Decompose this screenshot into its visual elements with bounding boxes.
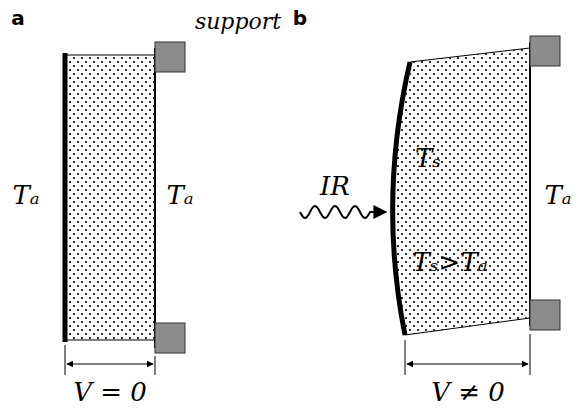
support-block — [530, 300, 560, 330]
panel-letter: a — [11, 8, 25, 28]
temperature-relation: Tₛ>Tₐ — [413, 249, 488, 275]
voltage-label: V = 0 — [73, 379, 147, 405]
support-block — [155, 42, 185, 72]
support-block — [530, 36, 560, 66]
crystal-bent — [393, 42, 530, 335]
radiation-label: IR — [320, 173, 350, 199]
voltage-label: V ≠ 0 — [431, 379, 505, 405]
voltage-bracket — [405, 334, 530, 375]
panel-letter: b — [293, 8, 307, 28]
ir-wave-arrow — [300, 206, 386, 218]
temperature-label: Tₛ — [415, 145, 441, 171]
part-name: support — [195, 11, 281, 33]
temperature-label: Tₐ — [166, 182, 193, 208]
voltage-bracket — [65, 345, 155, 375]
crystal-flat — [65, 48, 155, 348]
support-block — [155, 323, 185, 353]
temperature-label: Tₐ — [12, 182, 39, 208]
temperature-label: Tₐ — [544, 182, 571, 208]
